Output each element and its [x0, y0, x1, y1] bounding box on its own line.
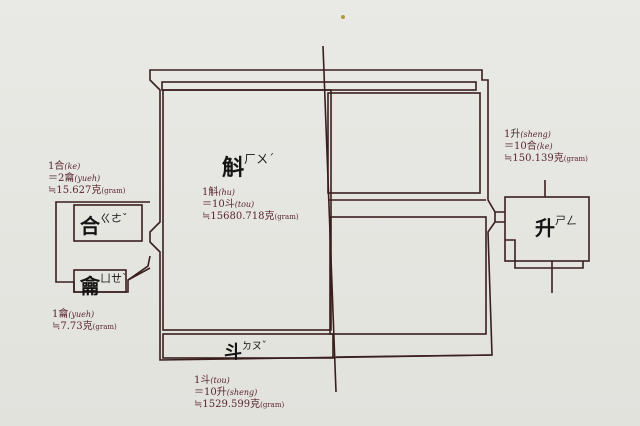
dou-label-line2: ＝10升 [194, 387, 227, 398]
sheng-bopo: ㄕㄥ [555, 214, 577, 227]
sheng-label-line1: 1升 [504, 129, 521, 140]
hu-glyph: 斛ㄏㄨˊ [222, 150, 274, 182]
sheng-label: 1升(sheng) ＝10合(ke) ≒150.139克(gram) [504, 129, 588, 165]
yue-chamber [73, 269, 127, 293]
sheng-glyph: 升ㄕㄥ [535, 212, 577, 241]
sheng-label-rom1: (sheng) [520, 130, 551, 139]
hu-char: 斛 [222, 155, 245, 181]
hu-label-unit: (gram) [274, 213, 299, 221]
yue-bopo: ㄩㄝˋ [100, 272, 128, 285]
upper-right-chamber [327, 92, 481, 194]
he-label-line3: ≒15.627克 [48, 185, 102, 196]
dou-label-rom2: (sheng) [226, 388, 258, 397]
hu-label-rom2: (tou) [234, 200, 255, 209]
he-label-rom2: (yueh) [74, 174, 101, 183]
he-glyph: 合ㄍㄜˇ [80, 210, 128, 239]
yue-label: 1龠(yueh) ≒7.73克(gram) [52, 309, 117, 333]
hu-label-line3: ≒15680.718克 [202, 211, 275, 222]
yue-char: 龠 [80, 274, 100, 298]
he-label: 1合(ke) ＝2龠(yueh) ≒15.627克(gram) [48, 161, 125, 197]
hu-label: 1斛(hu) ＝10斗(tou) ≒15680.718克(gram) [202, 187, 299, 223]
yue-label-line2: ≒7.73克 [52, 321, 93, 332]
dou-label: 1斗(tou) ＝10升(sheng) ≒1529.599克(gram) [194, 375, 284, 411]
he-bopo: ㄍㄜˇ [100, 212, 128, 225]
hu-label-line1: 1斛 [202, 187, 219, 198]
dou-glyph: 斗ㄉㄡˇ [224, 338, 267, 364]
dou-bopo: ㄉㄡˇ [242, 341, 267, 352]
sheng-chamber [504, 196, 590, 262]
sheng-label-line2: ＝10合 [504, 141, 537, 152]
dou-label-unit: (gram) [260, 401, 285, 409]
sheng-base [505, 239, 584, 269]
dou-label-line3: ≒1529.599克 [194, 399, 261, 410]
dou-char: 斗 [224, 342, 242, 363]
yue-label-line1: 1龠 [52, 309, 69, 320]
dou-label-rom1: (tou) [210, 376, 230, 385]
hu-chamber [162, 89, 332, 331]
pin-dot [341, 15, 345, 19]
dou-label-line1: 1斗 [194, 375, 211, 386]
he-label-line1: 1合 [48, 161, 65, 172]
yue-glyph: 龠ㄩㄝˋ [80, 270, 128, 299]
sheng-label-rom2: (ke) [536, 142, 553, 151]
he-label-unit: (gram) [101, 187, 126, 195]
he-label-rom1: (ke) [64, 162, 81, 171]
lower-right-chamber [329, 216, 487, 335]
sheng-label-unit: (gram) [563, 155, 588, 163]
hu-label-line2: ＝10斗 [202, 199, 235, 210]
hu-bopo: ㄏㄨˊ [244, 152, 275, 166]
he-label-line2: ＝2龠 [48, 173, 75, 184]
sheng-connector [495, 211, 505, 223]
sheng-char: 升 [535, 216, 555, 240]
hu-label-rom1: (hu) [218, 188, 235, 197]
he-char: 合 [80, 214, 100, 238]
yue-label-unit: (gram) [92, 323, 117, 331]
dou-bottom-line [335, 354, 493, 358]
sheng-label-line3: ≒150.139克 [504, 153, 564, 164]
hu-rim [161, 81, 477, 91]
dou-chamber [162, 333, 334, 359]
he-chamber [73, 204, 143, 242]
yue-label-rom1: (yueh) [68, 310, 95, 319]
yue-handle [127, 267, 151, 281]
